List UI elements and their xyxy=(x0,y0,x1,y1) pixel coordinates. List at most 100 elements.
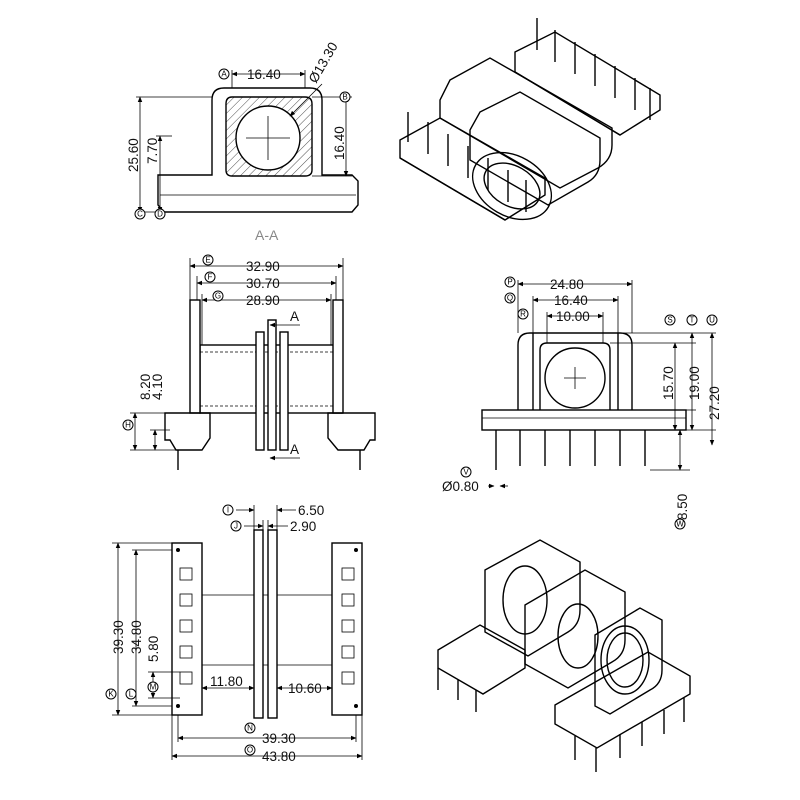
bubble-h: H xyxy=(122,419,134,431)
svg-text:U: U xyxy=(709,316,715,325)
section-hatched-wall xyxy=(226,97,312,176)
svg-text:D: D xyxy=(157,210,163,219)
iso2-back-flange xyxy=(484,539,581,657)
side-dim-h1-label: 15.70 xyxy=(661,366,676,400)
iso2-bore-front xyxy=(600,625,650,695)
svg-text:G: G xyxy=(215,292,221,301)
svg-text:Q: Q xyxy=(507,294,513,303)
section-marker-top: A xyxy=(290,309,299,324)
side-bore-circle xyxy=(544,347,606,409)
dim-gap-left-label: 11.80 xyxy=(210,674,243,689)
pin-slot xyxy=(179,593,193,607)
pin-slot xyxy=(341,619,355,633)
bubble-e: E xyxy=(202,254,214,266)
center-flange-mid xyxy=(267,319,277,451)
pin-slot xyxy=(341,593,355,607)
right-base xyxy=(327,412,376,451)
side-bubbles: P Q R S T U V W xyxy=(460,276,718,530)
bubble-l: L xyxy=(125,688,137,700)
dim-top-h1-label: 39.30 xyxy=(111,620,126,654)
pin-slot xyxy=(179,645,193,659)
side-dim-pin-label: 8.50 xyxy=(675,494,690,520)
svg-text:O: O xyxy=(247,746,253,755)
svg-text:K: K xyxy=(108,690,114,699)
bubble-k: K xyxy=(105,688,117,700)
iso2-middle-flange xyxy=(524,569,626,689)
iso-bore xyxy=(471,151,553,221)
bubble-v: V xyxy=(460,466,472,478)
pin-dot xyxy=(354,548,358,552)
bubble-t: T xyxy=(686,314,698,326)
front-view: A A 32.90 30.70 28.90 8.20 4.10 xyxy=(130,258,376,470)
dim-flange-outer-label: 6.50 xyxy=(298,503,324,518)
dim-w3-label: 28.90 xyxy=(246,293,280,308)
svg-text:J: J xyxy=(234,522,238,531)
top-pin-dots xyxy=(176,548,358,708)
dim-right-height-label: 16.40 xyxy=(332,126,347,160)
section-marker-bottom: A xyxy=(290,442,299,457)
dim-w2-label: 30.70 xyxy=(246,276,280,291)
center-flange-left xyxy=(255,331,265,451)
bubble-r: R xyxy=(517,308,529,320)
bubble-d: D xyxy=(154,208,166,220)
pin-slot xyxy=(341,567,355,581)
pin-dot xyxy=(354,704,358,708)
dim-flange-height-label: 7.70 xyxy=(145,138,160,164)
bubble-j: J xyxy=(230,520,242,532)
dim-w1-label: 32.90 xyxy=(246,259,280,274)
top-bubbles: I J K L M N O xyxy=(105,504,256,756)
bubble-c: C xyxy=(134,208,146,220)
svg-text:P: P xyxy=(507,278,512,287)
section-bore-circle xyxy=(235,105,301,171)
dim-flange-inner-label: 2.90 xyxy=(290,519,316,534)
iso-front-rail xyxy=(399,112,546,221)
dim-h1-label: 8.20 xyxy=(138,374,153,400)
side-pins xyxy=(495,430,646,470)
svg-text:I: I xyxy=(227,506,229,515)
top-view: 6.50 2.90 39.30 34.80 5.80 11.80 10.60 3… xyxy=(111,503,363,764)
svg-text:F: F xyxy=(208,273,213,282)
iso2-bore-middle xyxy=(557,603,599,669)
bubble-g: G xyxy=(212,290,224,302)
iso-back-rail xyxy=(514,18,661,136)
section-bubbles: A B C D xyxy=(134,68,351,220)
iso2-bore-front-inner xyxy=(606,632,644,688)
svg-text:W: W xyxy=(676,520,684,529)
pin-slot xyxy=(341,671,355,685)
side-base xyxy=(481,409,687,431)
left-base xyxy=(164,412,211,451)
side-dim-w2-label: 16.40 xyxy=(554,293,588,308)
bubble-i: I xyxy=(222,504,234,516)
right-pin-rail xyxy=(331,542,363,716)
bubble-p: P xyxy=(504,276,516,288)
top-pin-slots xyxy=(179,567,355,685)
side-body-outline xyxy=(517,332,633,410)
dim-diameter-label: Ø13.30 xyxy=(306,40,341,86)
svg-text:A: A xyxy=(221,70,227,79)
bubble-b: B xyxy=(339,91,351,103)
svg-text:H: H xyxy=(125,421,131,430)
iso-back-flange xyxy=(439,57,613,189)
side-dim-w3-label: 10.00 xyxy=(556,309,590,324)
svg-text:L: L xyxy=(129,690,134,699)
dim-top-h2-label: 34.80 xyxy=(129,620,144,654)
svg-text:S: S xyxy=(667,316,672,325)
dim-h2-label: 4.10 xyxy=(150,374,165,400)
top-flange-right xyxy=(267,529,278,719)
right-end-flange xyxy=(332,299,344,414)
isometric-view-top xyxy=(399,18,661,221)
center-flange-right xyxy=(279,331,289,451)
iso-bore-inner xyxy=(483,162,541,210)
iso-middle-flange xyxy=(469,91,601,206)
left-end-flange xyxy=(189,299,201,414)
svg-text:M: M xyxy=(150,683,157,692)
side-dim-pin-dia-label: Ø0.80 xyxy=(442,479,479,494)
isometric-view-bottom xyxy=(437,539,691,772)
svg-text:T: T xyxy=(690,316,695,325)
pin-slot xyxy=(179,567,193,581)
dim-gap-right-label: 10.60 xyxy=(288,681,322,696)
top-flange-left xyxy=(253,529,264,719)
side-dim-h2-label: 19.00 xyxy=(687,366,702,400)
bubble-u: U xyxy=(706,314,718,326)
